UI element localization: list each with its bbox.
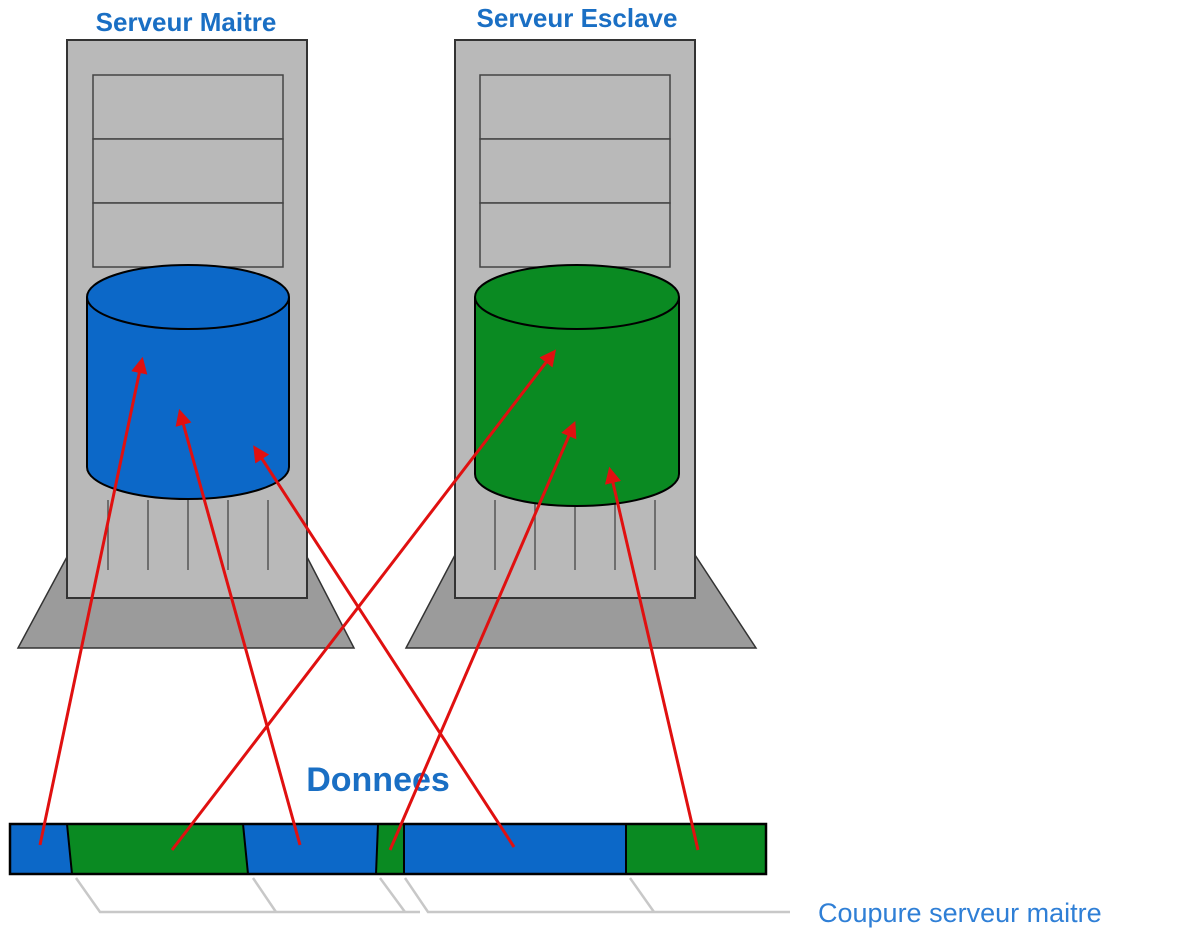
slave-server: [404, 39, 758, 649]
data-segment-master-2: [243, 824, 378, 874]
arrow-segment-4-to-slave: [388, 420, 577, 851]
arrow-segment-6-to-slave: [604, 466, 700, 851]
arrow-segment-1-to-master: [38, 356, 148, 846]
data-segment-master-1: [10, 824, 72, 874]
data-bar-outline: [8, 822, 768, 876]
arrow-segment-5-to-master: [253, 445, 516, 848]
slave-database-icon: [474, 264, 680, 507]
data-segment-slave-3: [626, 824, 766, 874]
slave-drive-bay-1: [479, 74, 671, 140]
data-bar: [8, 822, 768, 876]
data-segment-master-3: [404, 824, 626, 874]
slave-server-title: Serveur Esclave: [477, 3, 678, 33]
cut-bracket: [74, 877, 790, 914]
data-bar-dividers: [66, 823, 627, 875]
arrow-segment-2-to-slave: [170, 349, 557, 851]
data-segment-slave-1: [67, 824, 248, 874]
master-drive-bay-2: [92, 138, 284, 204]
master-vent-slots: [107, 500, 269, 570]
data-bar-title: Donnees: [306, 761, 450, 799]
replication-arrows: [38, 349, 700, 851]
slave-drive-bay-3: [479, 202, 671, 268]
cut-caption: Coupure serveur maitre: [818, 898, 1102, 928]
master-drive-bay-3: [92, 202, 284, 268]
master-server: [16, 39, 356, 649]
master-drive-bay-1: [92, 74, 284, 140]
slave-drive-bay-2: [479, 138, 671, 204]
master-server-title: Serveur Maitre: [96, 7, 277, 37]
arrow-segment-3-to-master: [175, 408, 302, 846]
master-database-icon: [86, 264, 290, 500]
